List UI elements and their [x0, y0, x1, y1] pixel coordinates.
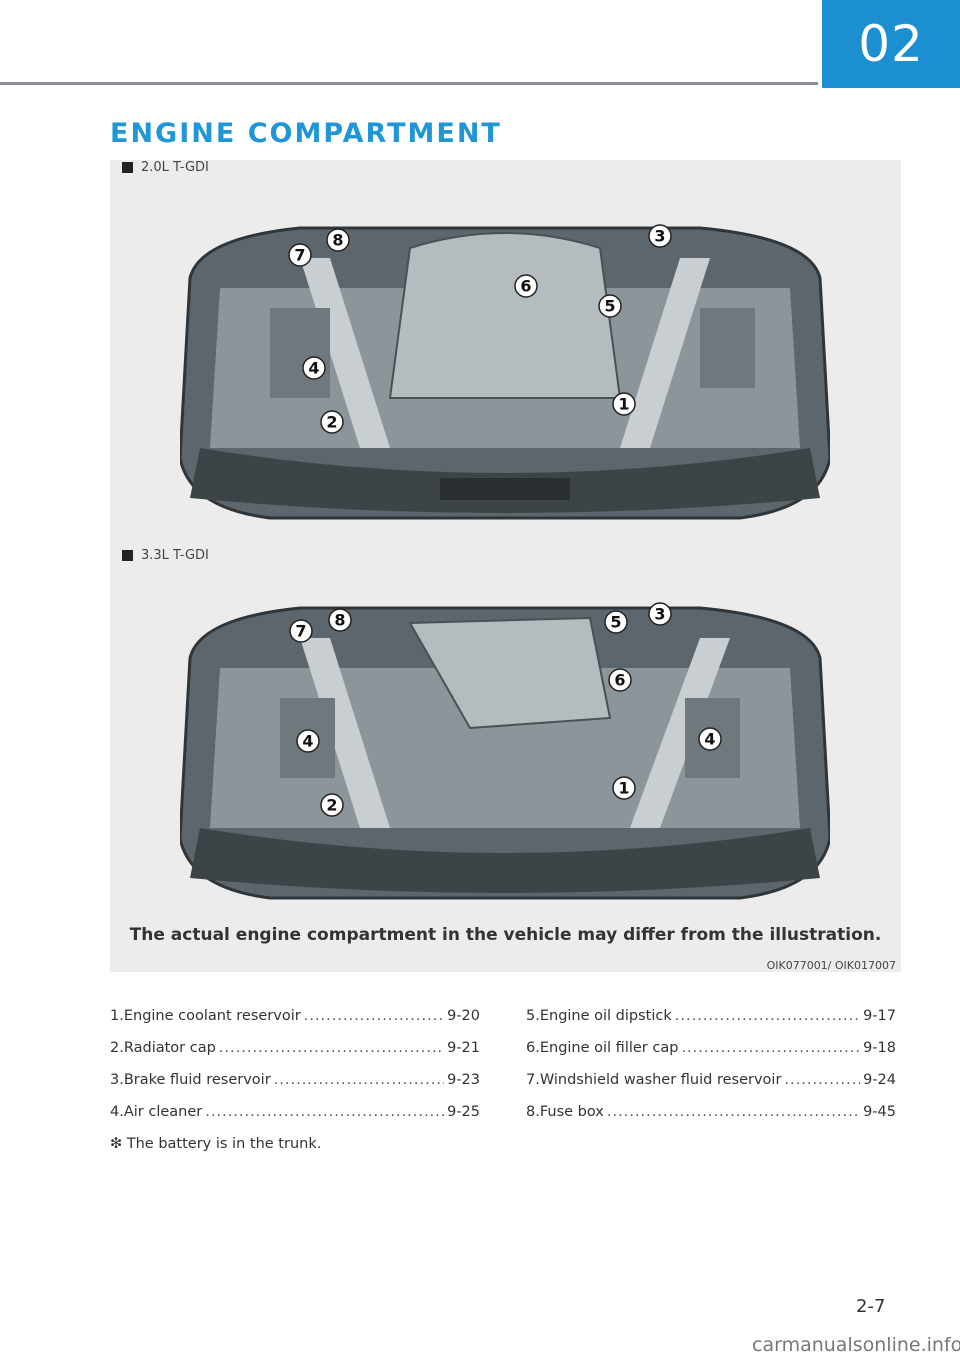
- list-item: 7.Windshield washer fluid reservoir9-24: [526, 1064, 896, 1096]
- bullet-square-icon: [122, 550, 133, 561]
- callout-group-2-0: 1 2 3 4 5 6 7 8: [288, 224, 672, 434]
- engine-illustration-2-0: 1 2 3 4 5 6 7 8: [180, 224, 830, 520]
- callout-4: 4: [302, 356, 326, 380]
- list-item: 3.Brake fluid reservoir9-23: [110, 1064, 480, 1096]
- callout-8: 8: [326, 228, 350, 252]
- battery-note: ❇ The battery is in the trunk.: [110, 1136, 322, 1152]
- list-item: 6.Engine oil filler cap9-18: [526, 1032, 896, 1064]
- header-rule: [0, 82, 818, 85]
- svg-text:4: 4: [308, 359, 319, 378]
- svg-text:4: 4: [302, 732, 313, 751]
- engine-illustration-3-3: 1 2 3 4 4 5 6 7 8: [180, 602, 830, 900]
- callout-8: 8: [328, 608, 352, 632]
- variant-label-2-0: 2.0L T-GDI: [122, 160, 209, 175]
- callout-7: 7: [288, 243, 312, 267]
- svg-text:7: 7: [294, 246, 305, 265]
- callout-4: 4: [296, 729, 320, 753]
- list-item: 4.Air cleaner9-25: [110, 1096, 480, 1128]
- svg-text:1: 1: [618, 395, 629, 414]
- component-list-right: 5.Engine oil dipstick9-17 6.Engine oil f…: [526, 1000, 896, 1128]
- svg-text:2: 2: [326, 413, 337, 432]
- callout-2: 2: [320, 793, 344, 817]
- variant-label-text: 2.0L T-GDI: [141, 160, 209, 175]
- bullet-square-icon: [122, 162, 133, 173]
- watermark: carmanualsonline.info: [752, 1334, 960, 1356]
- svg-text:8: 8: [334, 611, 345, 630]
- list-item: 5.Engine oil dipstick9-17: [526, 1000, 896, 1032]
- svg-text:3: 3: [654, 227, 665, 246]
- svg-text:7: 7: [295, 622, 306, 641]
- figure-caption: The actual engine compartment in the veh…: [129, 925, 882, 945]
- callout-group-3-3: 1 2 3 4 4 5 6 7 8: [289, 602, 722, 817]
- figure-code: OIK077001/ OIK017007: [766, 959, 896, 972]
- list-item: 1.Engine coolant reservoir9-20: [110, 1000, 480, 1032]
- component-list-left: 1.Engine coolant reservoir9-20 2.Radiato…: [110, 1000, 480, 1128]
- chapter-tab: 02: [822, 0, 960, 88]
- svg-text:3: 3: [654, 605, 665, 624]
- callout-5: 5: [604, 610, 628, 634]
- callout-6: 6: [514, 274, 538, 298]
- variant-label-3-3: 3.3L T-GDI: [122, 548, 209, 563]
- svg-text:5: 5: [610, 613, 621, 632]
- callout-3: 3: [648, 224, 672, 248]
- callout-5: 5: [598, 294, 622, 318]
- callout-7: 7: [289, 619, 313, 643]
- svg-text:6: 6: [520, 277, 531, 296]
- callout-1: 1: [612, 392, 636, 416]
- callout-1: 1: [612, 776, 636, 800]
- list-item: 2.Radiator cap9-21: [110, 1032, 480, 1064]
- svg-text:2: 2: [326, 796, 337, 815]
- callout-2: 2: [320, 410, 344, 434]
- section-title: ENGINE COMPARTMENT: [110, 118, 502, 149]
- svg-text:4: 4: [704, 730, 715, 749]
- page-number: 2-7: [856, 1296, 886, 1317]
- callout-4: 4: [698, 727, 722, 751]
- svg-text:5: 5: [604, 297, 615, 316]
- chapter-number: 02: [858, 15, 924, 73]
- list-item: 8.Fuse box9-45: [526, 1096, 896, 1128]
- svg-text:1: 1: [618, 779, 629, 798]
- callout-6: 6: [608, 668, 632, 692]
- svg-text:6: 6: [614, 671, 625, 690]
- variant-label-text: 3.3L T-GDI: [141, 548, 209, 563]
- callout-3: 3: [648, 602, 672, 626]
- svg-text:8: 8: [332, 231, 343, 250]
